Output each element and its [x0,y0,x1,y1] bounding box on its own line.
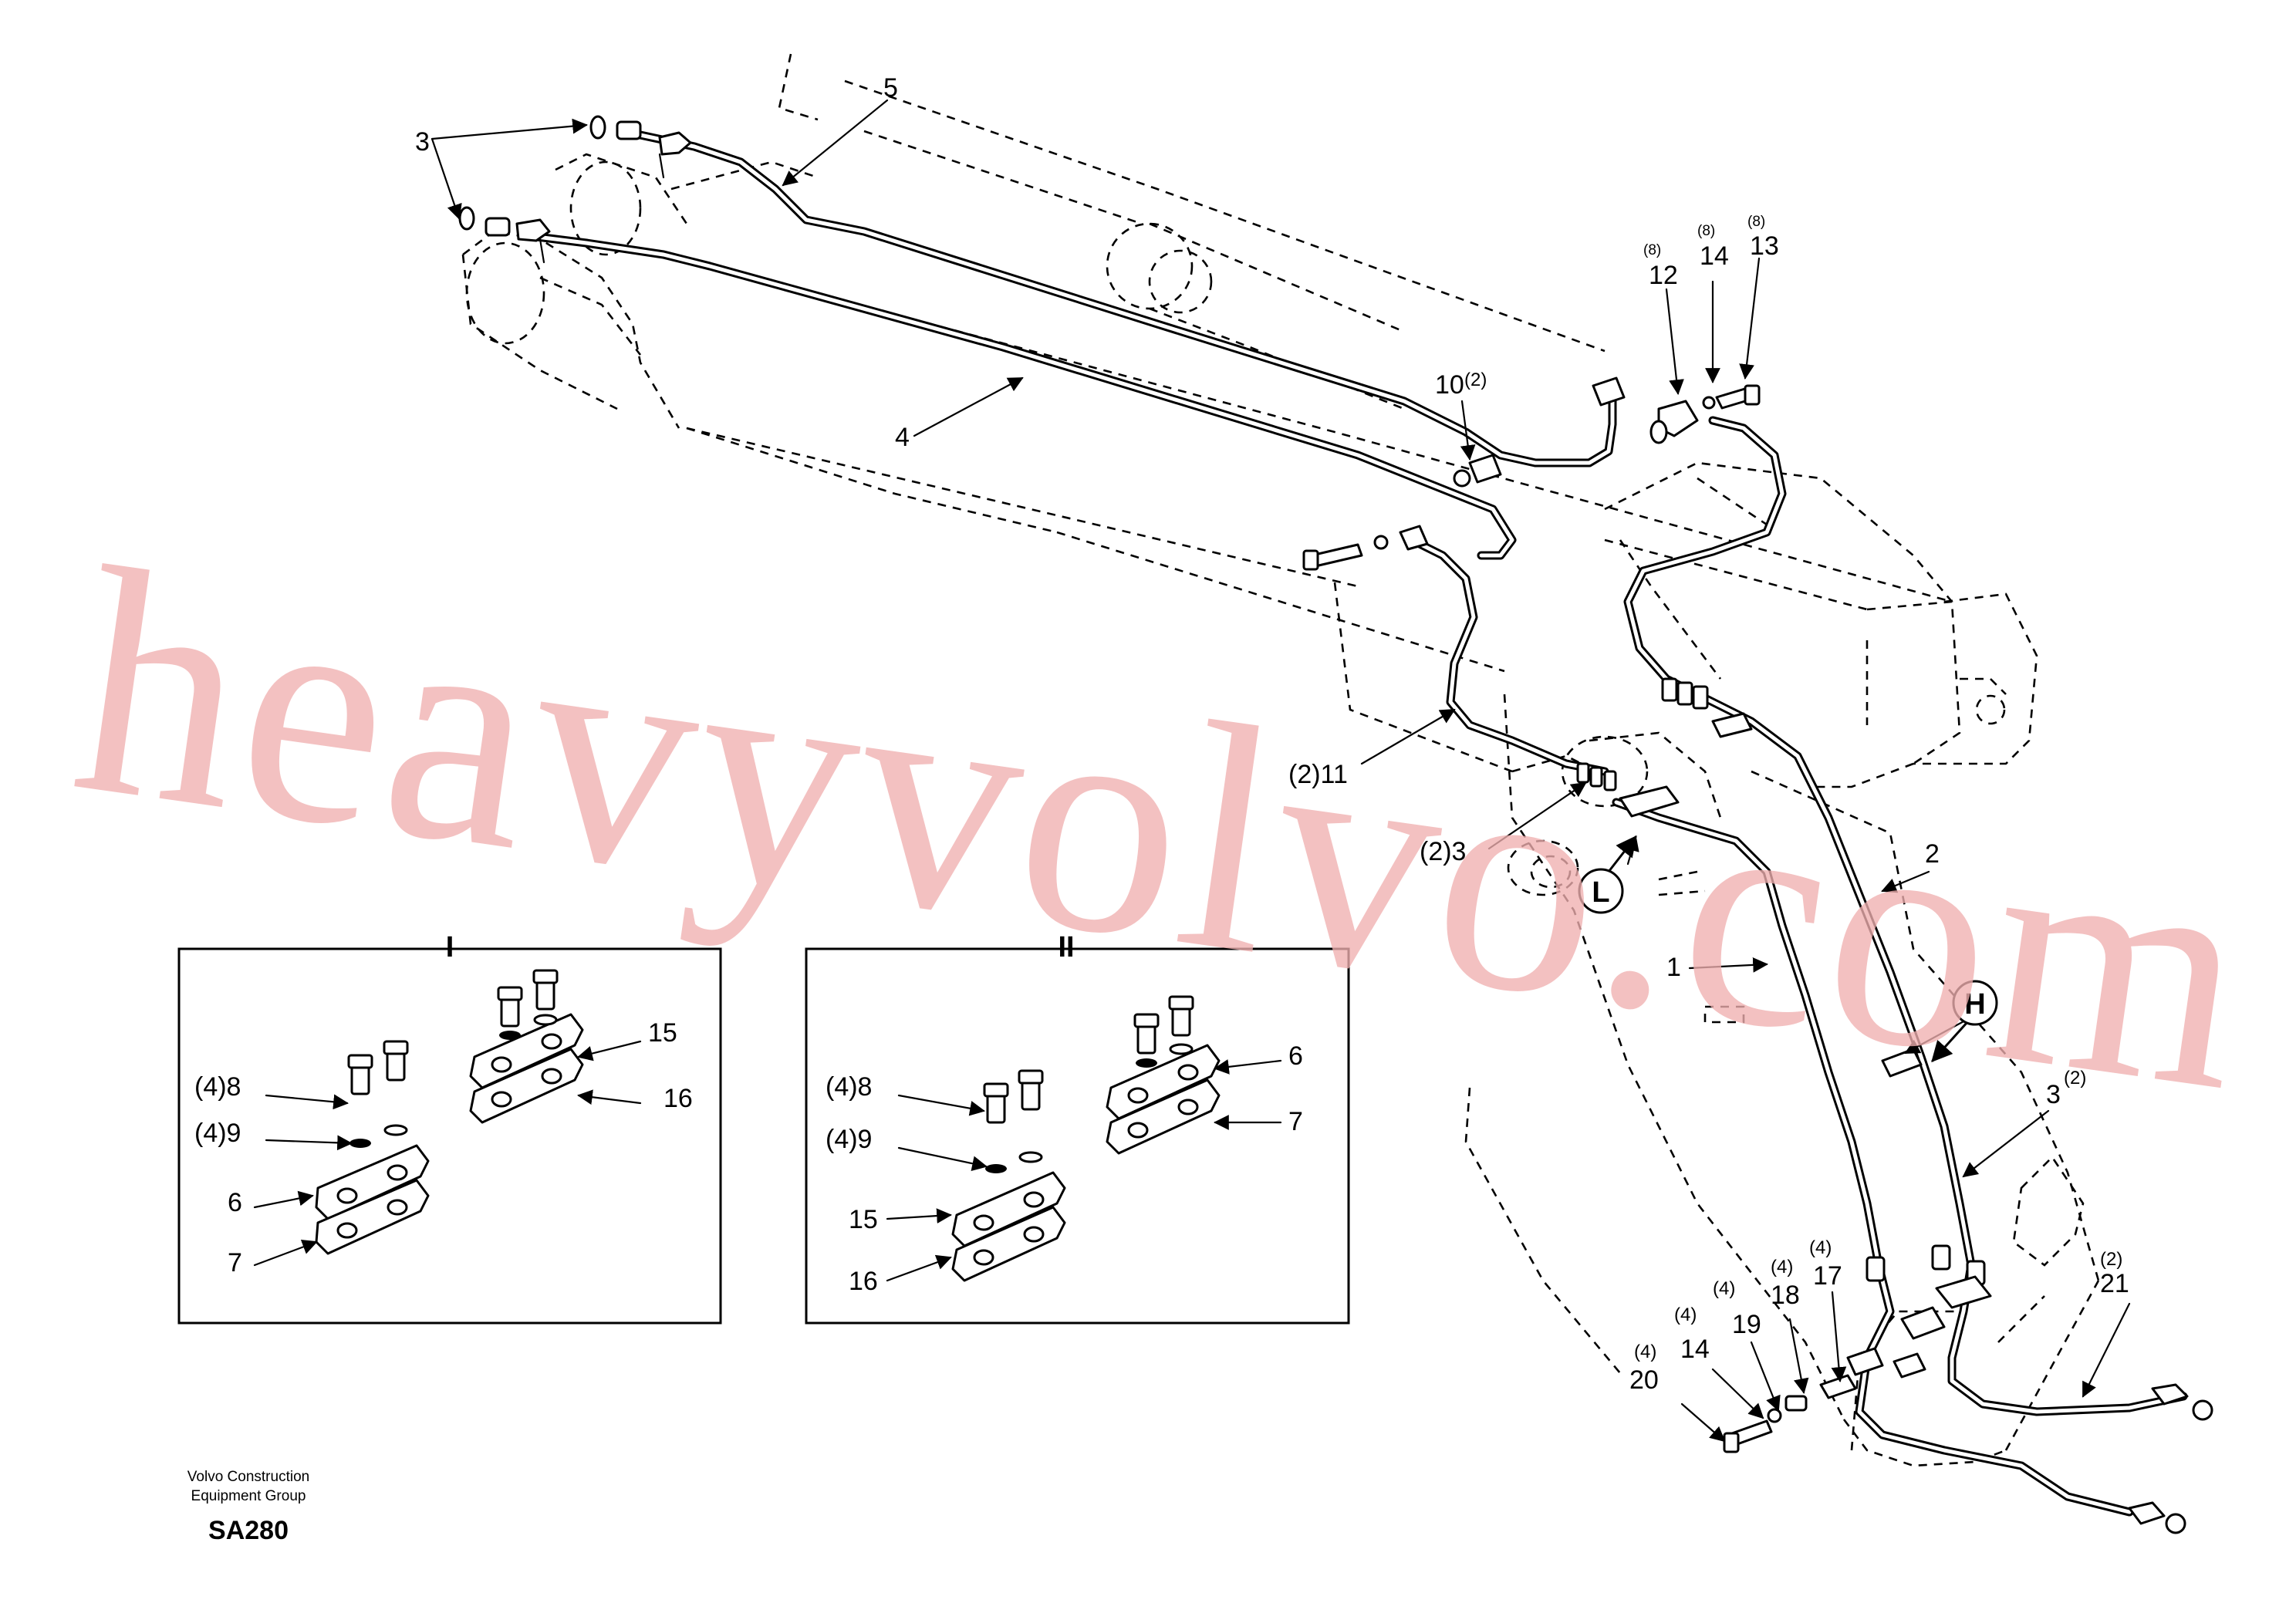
detail-1-label-6: 6 [228,1188,242,1217]
upper-clamp-pair-2 [1106,995,1221,1155]
detail-view-2: II [805,931,1350,1325]
upper-clamp-pair [469,969,584,1124]
view-marker-l: L [1578,868,1624,914]
callout-12: 12 [1649,261,1678,290]
callout-3c-qty: (2) [2064,1068,2086,1088]
svg-text:H: H [1964,988,1985,1021]
detail-view-1: I [177,931,722,1325]
lower-clamp-pair-2 [951,1069,1066,1282]
callout-3: 3 [415,127,430,157]
callout-18-qty: (4) [1771,1257,1793,1277]
fittings [458,115,2213,1534]
detail-2-label-15: 15 [849,1205,878,1234]
callout-3c: 3 [2046,1080,2061,1109]
callout-labels: 3 5 4 10 (2) (8) 12 (8) 14 (8) 13 (2)11 … [415,73,2129,1395]
drawing-code: SA280 [208,1516,289,1545]
callout-17: 17 [1813,1261,1842,1291]
callout-3b: (2)3 [1420,837,1466,866]
detail-view-1-title: I [446,931,454,964]
footer-company-line2: Equipment Group [191,1488,306,1504]
callout-17-qty: (4) [1809,1237,1832,1258]
detail-2-label-9: (4)9 [826,1125,872,1154]
detail-2-label-7: 7 [1288,1107,1303,1136]
callout-leaders [430,99,2131,1443]
callout-21-qty: (2) [2100,1249,2122,1270]
detail-view-2-title: II [1058,931,1074,964]
detail-1-label-9: (4)9 [194,1119,241,1148]
detail-1-label-15: 15 [648,1018,677,1048]
callout-12-qty: (8) [1643,242,1661,258]
callout-14: 14 [1700,241,1729,271]
callout-2: 2 [1925,839,1940,869]
lower-clamp-pair [315,1040,430,1255]
footer: Volvo Construction Equipment Group SA280 [187,1469,309,1545]
callout-21: 21 [2100,1269,2129,1298]
callout-20: 20 [1629,1365,1659,1395]
callout-20-qty: (4) [1634,1342,1656,1362]
callout-10-qty: (2) [1464,370,1487,390]
detail-2-label-8: (4)8 [826,1072,872,1102]
callout-5: 5 [883,73,898,103]
detail-1-label-8: (4)8 [194,1072,241,1102]
callout-10: 10 [1435,370,1464,400]
callout-11: (2)11 [1288,760,1348,789]
detail-2-label-6: 6 [1288,1041,1303,1071]
hydraulic-lines [520,130,2188,1517]
detail-1-label-16: 16 [663,1084,693,1113]
callout-18: 18 [1771,1281,1800,1310]
callout-19: 19 [1732,1310,1761,1339]
callout-13-qty: (8) [1747,214,1765,230]
svg-text:L: L [1592,876,1609,909]
detail-1-label-7: 7 [228,1248,242,1277]
callout-4: 4 [895,423,910,452]
callout-14b: 14 [1680,1335,1710,1364]
callout-13: 13 [1750,231,1779,261]
view-marker-h: H [1952,980,1998,1026]
callout-1: 1 [1666,953,1681,982]
callout-14b-qty: (4) [1674,1304,1697,1325]
callout-14-qty: (8) [1697,223,1715,239]
detail-2-label-16: 16 [849,1267,878,1296]
callout-19-qty: (4) [1713,1278,1735,1299]
footer-company-line1: Volvo Construction [187,1469,309,1485]
